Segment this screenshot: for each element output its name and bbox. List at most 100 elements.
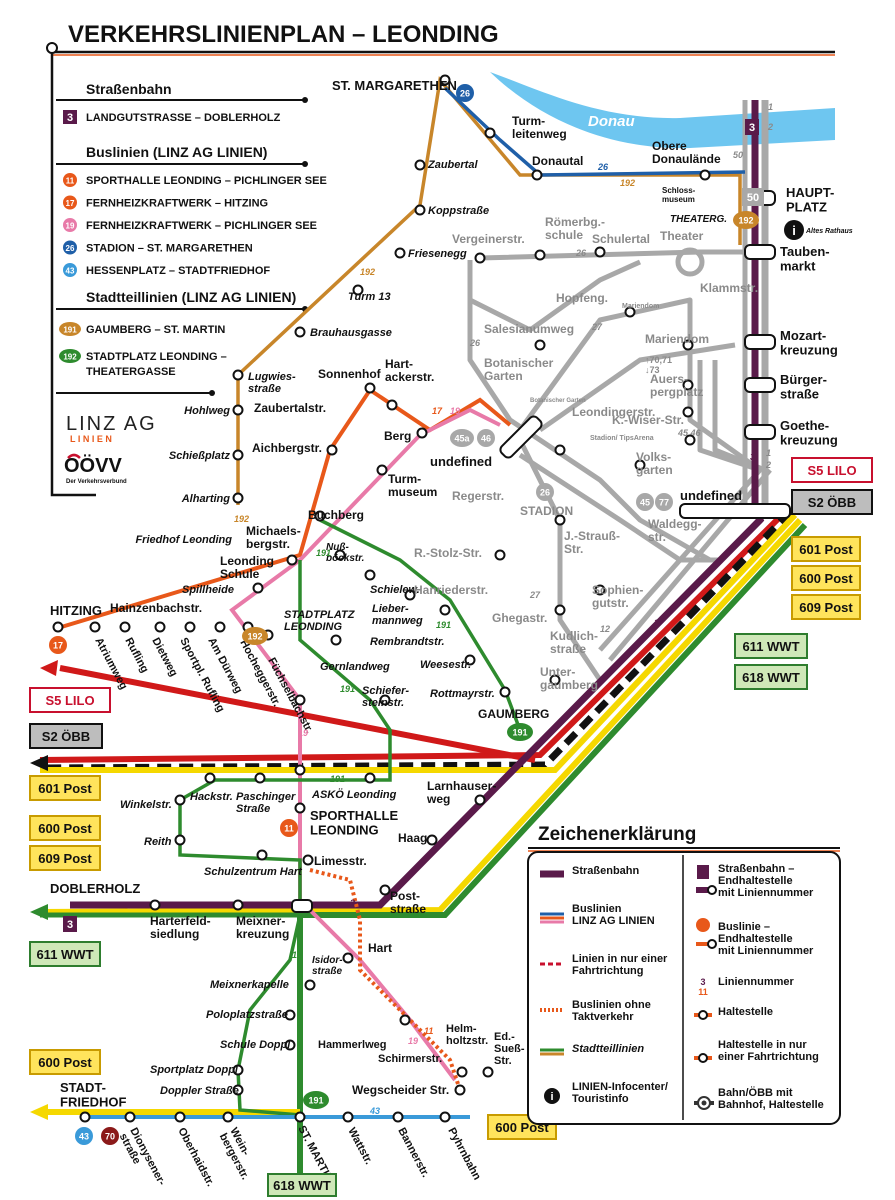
stop-marker — [456, 1066, 468, 1078]
legend-line-badge — [63, 218, 77, 232]
rail-box-label: 600 Post — [799, 571, 853, 586]
legend-bus-heading: Buslinien (LINZ AG LINIEN) — [86, 144, 267, 160]
legend-bus-line: STADION – ST. MARGARETHEN — [86, 243, 253, 255]
stop-label-hammerlweg: Hammerlweg — [318, 1039, 386, 1051]
stop-label-friedhof-leonding: Friedhof Leonding — [135, 534, 232, 546]
stop-label-untergaumberg: Unter-gaumberg — [540, 665, 598, 692]
stop-label-roemerbergschule: Römerbg.-schule — [545, 215, 605, 242]
stop-marker — [364, 772, 376, 784]
legend-line-badge — [63, 263, 77, 277]
stop-label-reith: Reith — [144, 836, 172, 848]
stop-label-hartfeldsiedlung: Harterfeld-siedlung — [150, 914, 211, 941]
key-item-label: LINIEN-Infocenter/Touristinfo — [572, 1081, 668, 1105]
line-number-tag: 192 — [234, 514, 249, 524]
linz-ag-logo-sub: L I N I E N — [70, 434, 112, 444]
tram-badge — [745, 119, 759, 135]
stop-label-hitzing: HITZING — [50, 603, 102, 618]
stop-label-askoe: ASKÖ Leonding — [311, 788, 397, 801]
stop-marker — [394, 247, 406, 259]
stop-label-ed-suessstr: Ed.-Sueß-Str. — [494, 1031, 525, 1067]
stop-marker — [314, 510, 326, 522]
stop-marker — [294, 326, 306, 338]
stop-label-schulzentrum: Schulzentrum Hart — [204, 866, 303, 878]
line-badge — [536, 483, 554, 501]
stop-marker — [554, 514, 566, 526]
line-badge — [280, 819, 298, 837]
line-number-tag: 2 — [767, 122, 773, 132]
stop-label-koppstrasse: Koppstraße — [428, 205, 489, 217]
stop-label-turm13: Turm 13 — [348, 291, 391, 303]
stop-marker — [484, 127, 496, 139]
tram-line-3 — [70, 508, 765, 909]
stop-label-turmmuseum: Turm-museum — [388, 472, 437, 499]
stop-marker — [326, 444, 338, 456]
line-19 — [229, 407, 501, 1082]
stop-marker — [222, 1111, 234, 1123]
stop-label-ghegastr: Ghegastr. — [492, 611, 547, 625]
legend-line-number: 19 — [66, 222, 75, 231]
rail-box — [29, 815, 101, 841]
stop-marker — [294, 802, 306, 814]
stop-marker — [399, 1014, 411, 1026]
line-number-tag: 191 — [340, 684, 355, 694]
stop-label-lugwiesstrasse: Lugwies-straße — [248, 371, 296, 395]
stop-marker — [184, 621, 196, 633]
stop-marker — [554, 604, 566, 616]
stop-marker — [414, 159, 426, 171]
rail-box — [29, 941, 101, 967]
stop-label-hainzenbachstr: Hainzenbachstr. — [110, 601, 202, 615]
stop-label-mariendom: Mariendom — [645, 332, 709, 346]
stop-marker — [454, 1084, 466, 1096]
stop-label-rufling: Rufling — [122, 636, 150, 675]
stop-label-meixnerkapelle: Meixnerkapelle — [210, 979, 289, 991]
stop-label-vergeinerstr: Vergeinerstr. — [452, 232, 525, 246]
stop-label-schiessplatz: Schießplatz — [169, 450, 231, 462]
tram-trunk — [742, 100, 769, 510]
stop-label-schulertal: Schulertal — [592, 232, 650, 246]
stop-label-oberhaidstr: Oberhaidstr. — [175, 1126, 216, 1189]
line-badge — [733, 211, 759, 229]
rail-box-label: 601 Post — [799, 542, 853, 557]
stop-marker — [624, 306, 636, 318]
line-number-tag: 17 — [432, 406, 443, 416]
stop-label-waldegg: Waldegg-str. — [648, 517, 702, 544]
stop-label-kudlichstrasse: Kudlich-straße — [550, 629, 598, 656]
line-badge — [49, 636, 67, 654]
rail-box — [29, 687, 111, 713]
line-number-tag: 3 — [750, 452, 755, 462]
line-number-tag: 2 — [765, 460, 771, 470]
line-badge — [101, 1127, 119, 1145]
stop-label-pyhrnbahn: Pyhrnbahn — [445, 1126, 483, 1183]
stop-marker — [534, 339, 546, 351]
stop-marker — [594, 584, 606, 596]
stop-label-donautal: Donautal — [532, 154, 583, 168]
legend-line-number: 26 — [66, 244, 75, 253]
stop-marker — [232, 449, 244, 461]
stop-marker — [699, 169, 711, 181]
stop-label-st-margarethen: ST. MARGARETHEN — [332, 78, 457, 93]
line-badge — [655, 493, 673, 511]
stop-label-sportplatz-doppl: Sportplatz Doppl — [150, 1064, 239, 1076]
stop-marker — [594, 246, 606, 258]
stop-label-kwiserstr: K.-Wiser-Str. — [612, 413, 684, 427]
rail-box-label: 600 Post — [38, 1055, 92, 1070]
stop-label-buergerstrasse: Bürger-straße — [780, 372, 827, 401]
stop-label-froschberg: undefined — [430, 454, 492, 469]
stop-label-salesianumweg: Salesianumweg — [484, 322, 574, 336]
stop-label-schirmerstr: Schirmerstr. — [378, 1053, 442, 1065]
line-26 — [443, 86, 746, 177]
stop-marker — [474, 252, 486, 264]
legend-tram-line: LANDGUTSTRASSE – DOBLERHOLZ — [86, 112, 281, 124]
stop-marker — [174, 834, 186, 846]
stop-marker — [482, 1066, 494, 1078]
stop-label-hart: Hart — [368, 941, 392, 955]
stop-label-wattstr: Wattstr. — [345, 1126, 374, 1167]
line-badge-number: 45 — [640, 498, 650, 508]
legend-line-number: 191 — [63, 326, 77, 335]
line-number-tag: 50 — [733, 150, 743, 160]
stop-marker — [439, 74, 451, 86]
line-badge — [477, 429, 495, 447]
